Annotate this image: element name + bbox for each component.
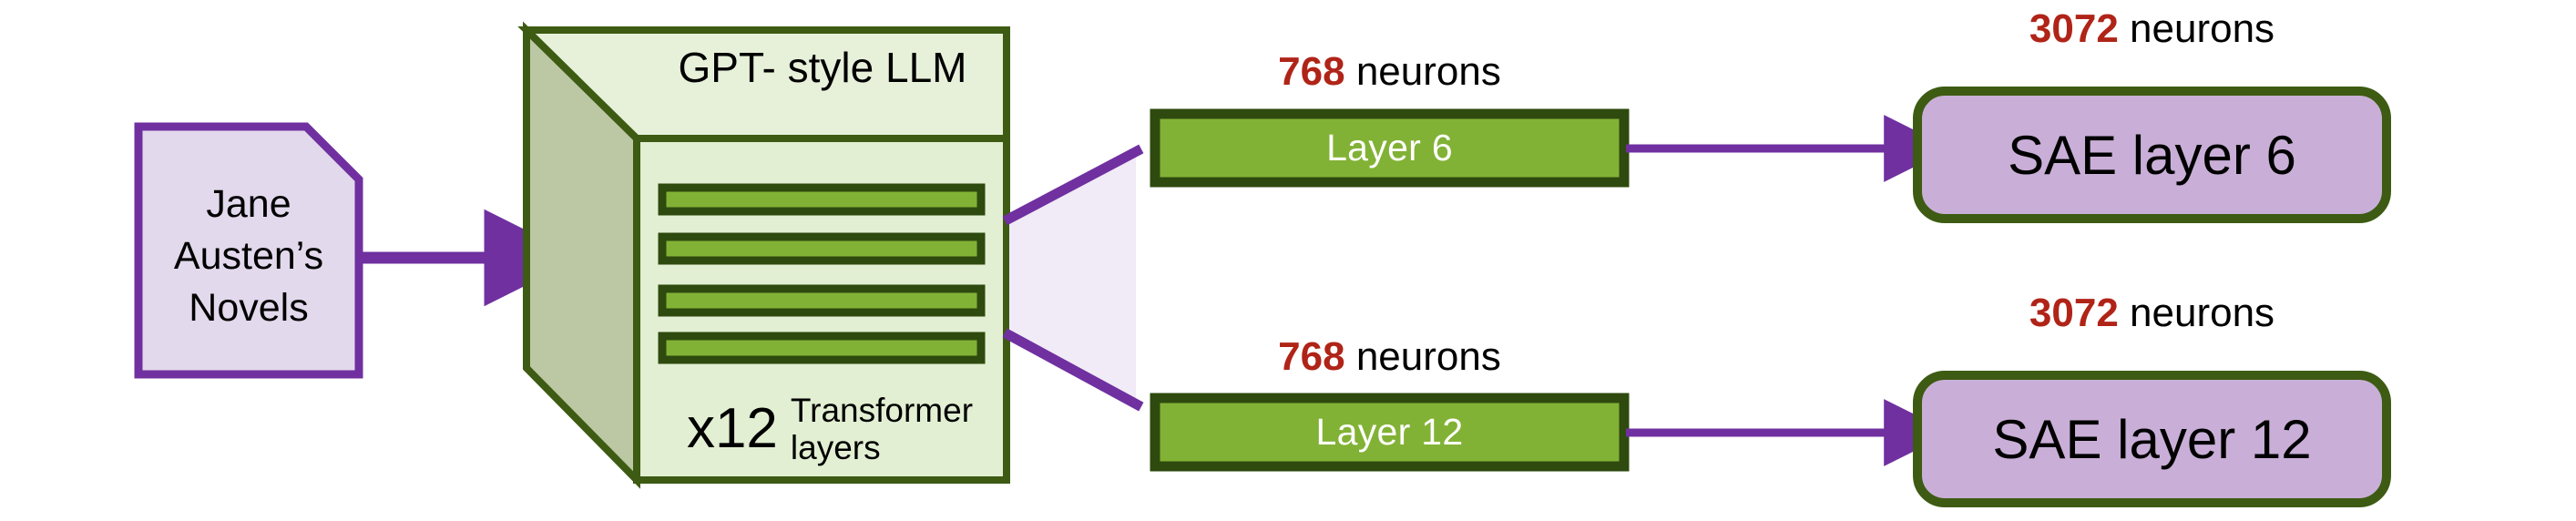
neuron-count-value: 3072: [2029, 291, 2119, 335]
model-internal-layer-bar: [658, 183, 986, 216]
hidden-layer-bar-label-layer-12[interactable]: Layer 12: [1315, 411, 1464, 453]
source-document-shape: [134, 122, 363, 379]
model-output-funnel-top-edge: [1002, 144, 1144, 226]
neuron-count-caption-layer-12: 768 neurons: [1155, 335, 1624, 379]
neuron-count-unit: neurons: [1355, 49, 1501, 94]
sae-box-layer-12[interactable]: [1913, 371, 2391, 507]
neuron-count-caption-layer-6: 768 neurons: [1155, 50, 1624, 94]
neuron-count-value: 3072: [2029, 6, 2119, 51]
model-repeat-text: Transformer layers: [791, 392, 973, 467]
hidden-layer-bar-layer-6[interactable]: [1150, 108, 1630, 188]
source-document-line: Novels: [189, 285, 309, 330]
model-repeat-text-line: Transformer: [790, 392, 974, 429]
source-document-label: Jane Austen’s Novels: [135, 179, 363, 333]
sae-box-label-layer-6[interactable]: SAE layer 6: [2008, 124, 2296, 186]
source-document-line: Austen’s: [173, 233, 324, 278]
model-internal-layer-bar: [658, 284, 986, 317]
model-internal-layer-bar: [658, 332, 986, 364]
model-output-funnel: [1009, 152, 1136, 404]
model-repeat-annotation: x12 Transformer layers: [652, 392, 1007, 467]
neuron-count-unit: neurons: [2130, 6, 2275, 51]
model-internal-layer-bar: [658, 232, 986, 265]
model-repeat-count: x12: [686, 397, 778, 461]
sae-box-label-layer-12[interactable]: SAE layer 12: [1992, 408, 2312, 470]
source-document-line: Jane: [206, 182, 291, 226]
hidden-layer-bar-layer-12[interactable]: [1150, 393, 1630, 472]
model-output-funnel-bottom-edge: [1002, 328, 1144, 412]
hidden-layer-bar-label-layer-6[interactable]: Layer 6: [1326, 127, 1453, 169]
sae-box-layer-6[interactable]: [1913, 87, 2391, 223]
neuron-count-caption-sae-6: 3072 neurons: [1917, 7, 2387, 51]
model-repeat-text-line: layers: [790, 429, 881, 467]
model-title-label: GPT- style LLM: [678, 44, 967, 91]
neuron-count-caption-sae-12: 3072 neurons: [1917, 291, 2387, 335]
neuron-count-value: 768: [1278, 49, 1345, 94]
model-internal-layer-bars: [658, 183, 986, 364]
neuron-count-unit: neurons: [1355, 334, 1501, 379]
neuron-count-unit: neurons: [2130, 291, 2275, 335]
neuron-count-value: 768: [1278, 334, 1345, 379]
